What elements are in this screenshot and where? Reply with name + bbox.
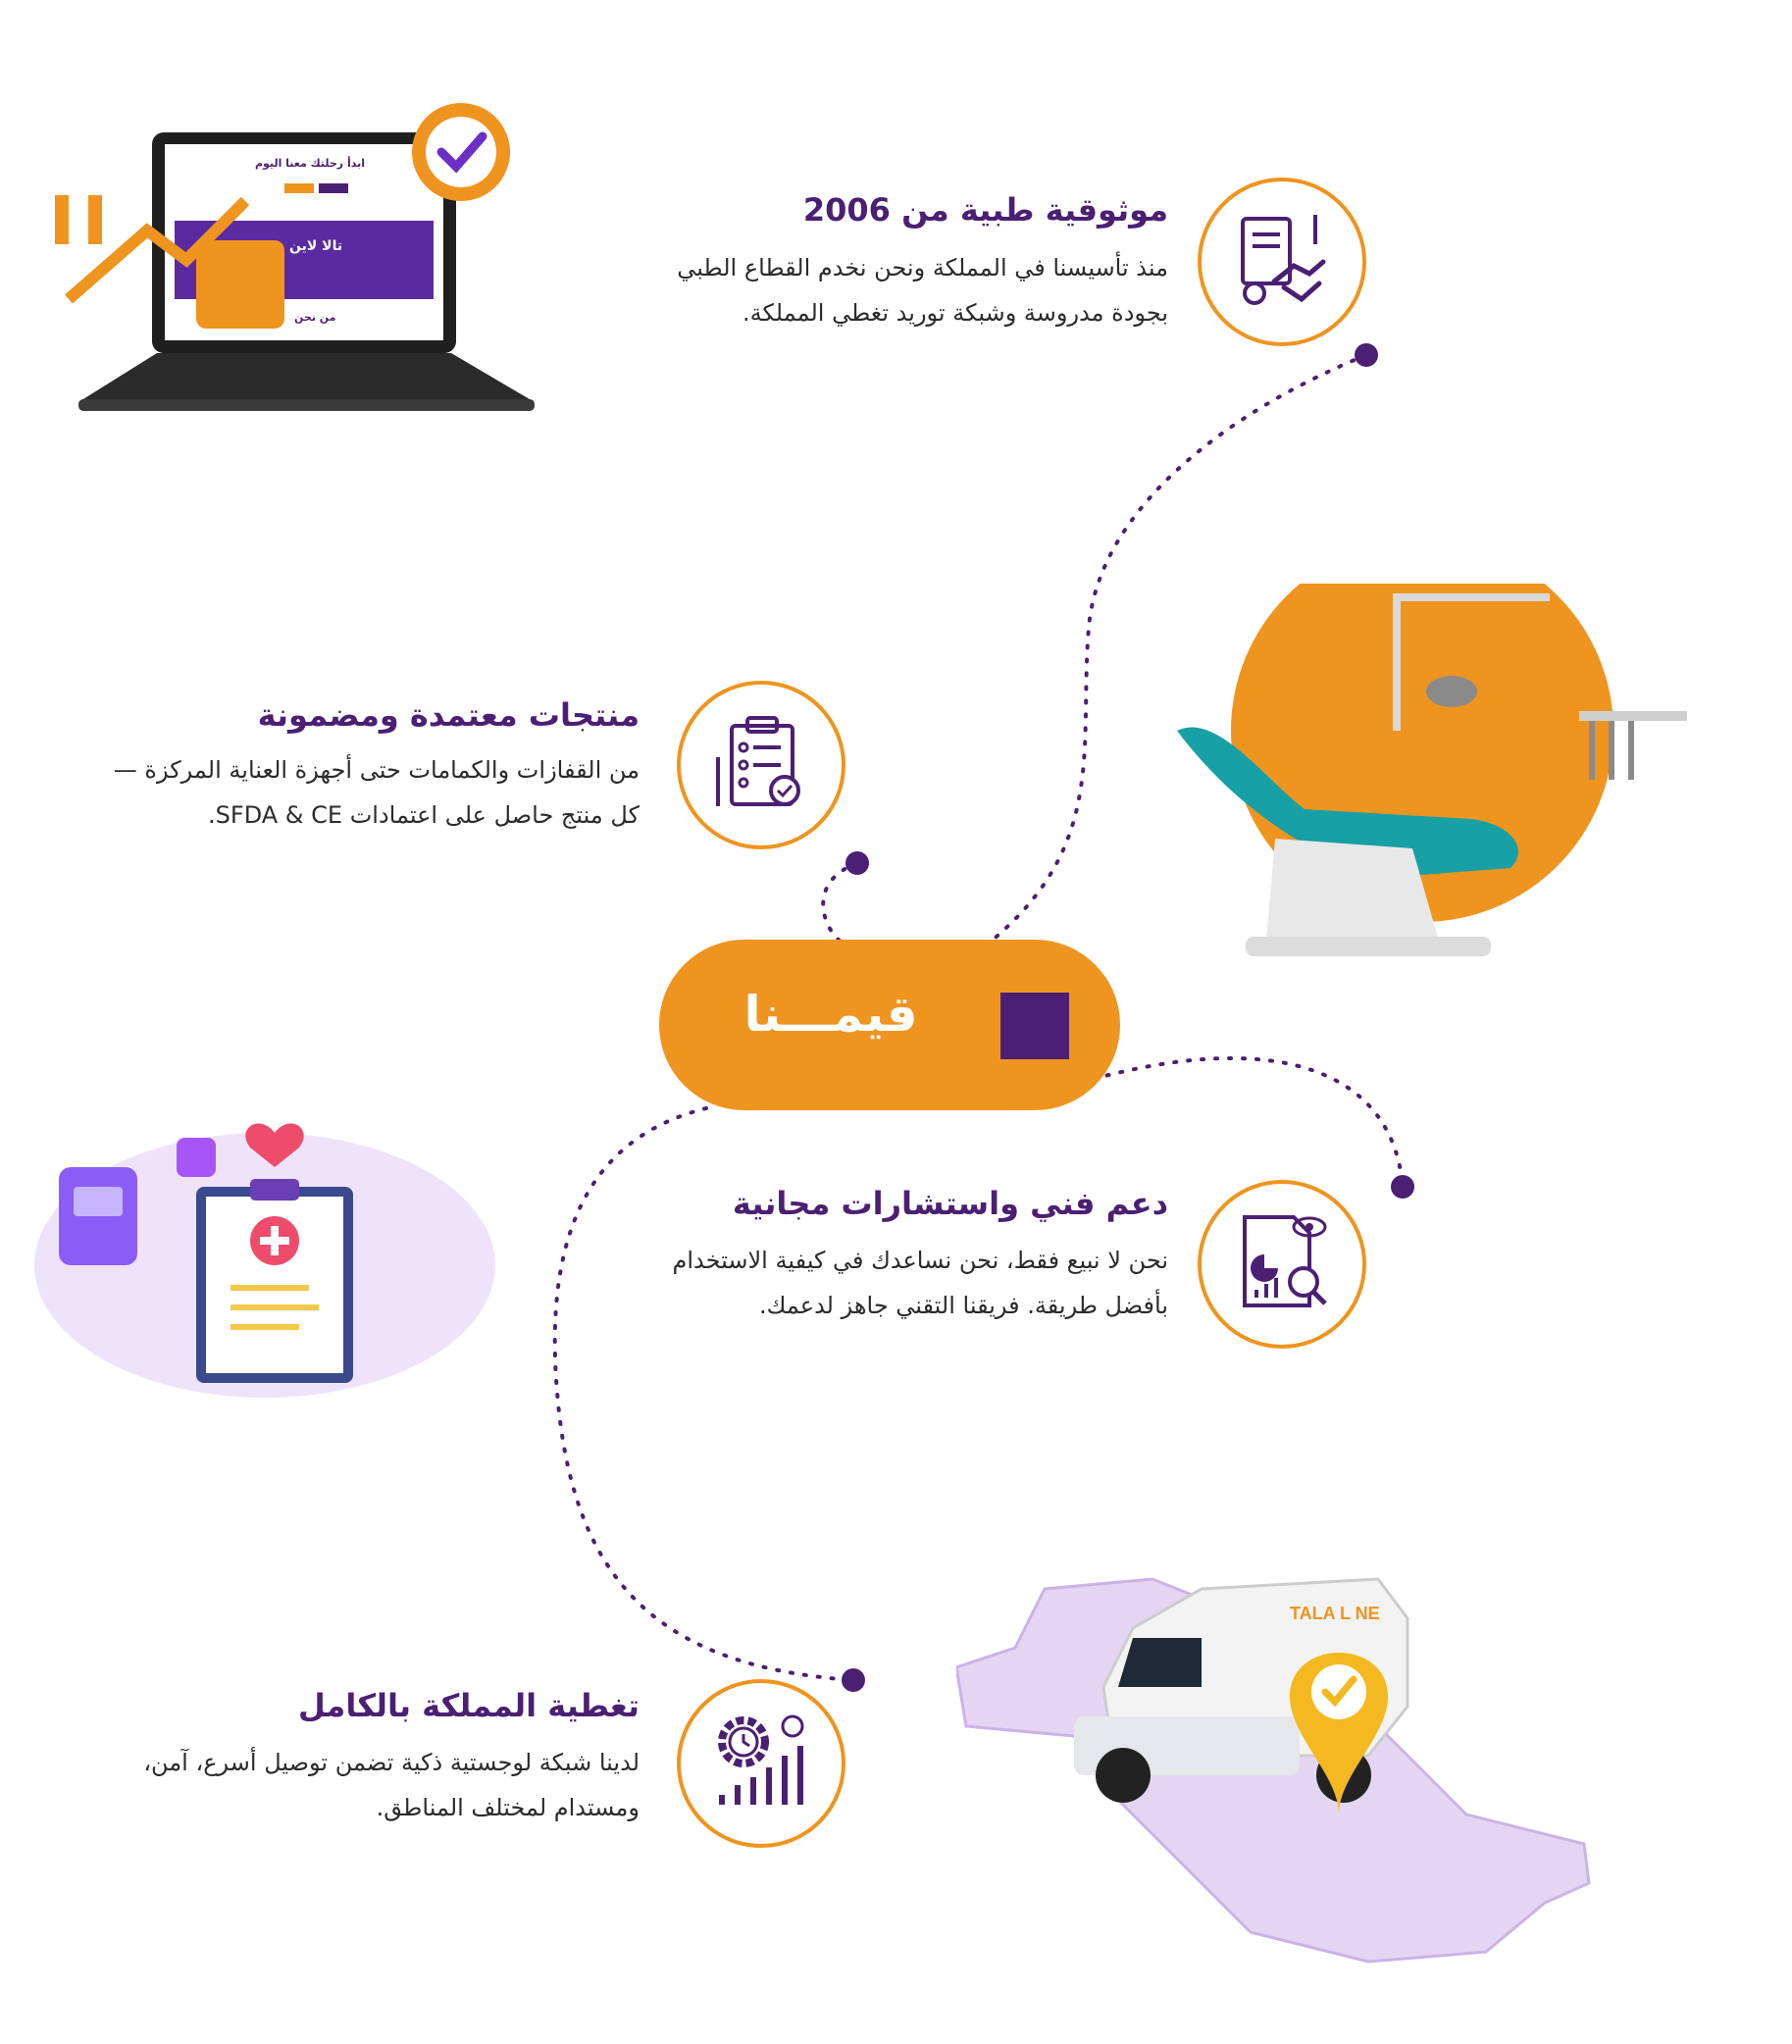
laptop-brand: تالا لاين	[289, 238, 343, 254]
laptop-heading: ابدأ رحلتك معنا اليوم	[255, 157, 365, 170]
checklist-badge-icon	[716, 716, 800, 806]
connector-dot	[845, 851, 869, 875]
value-icon-ring-4	[677, 1679, 845, 1848]
connector-dot	[842, 1668, 865, 1692]
report-analysis-icon	[1243, 1215, 1327, 1307]
value-icon-ring-1	[1198, 178, 1366, 346]
value-desc-3: نحن لا نبيع فقط، نحن نساعدك في كيفية الا…	[672, 1247, 1169, 1319]
value-desc-4: لدينا شبكة لوجستية ذكية تضمن توصيل أسرع،…	[143, 1749, 640, 1821]
value-title-4: تغطية المملكة بالكامل	[297, 1687, 640, 1724]
connector-dot	[1391, 1175, 1414, 1199]
value-title-3: دعم فني واستشارات مجانية	[732, 1185, 1168, 1222]
medical-clipboard-illustration	[29, 1108, 500, 1403]
value-icon-ring-3	[1198, 1180, 1366, 1349]
value-icon-ring-2	[677, 681, 845, 849]
van-brand-text: TALA L NE	[1290, 1604, 1380, 1623]
delivery-van-map-illustration: TALA L NE	[956, 1559, 1604, 1971]
dental-chair-illustration	[1157, 584, 1707, 976]
value-desc-2: من القفازات والكمامات حتى أجهزة العناية …	[113, 756, 640, 829]
values-square	[1000, 993, 1069, 1059]
gear-clock-chart-icon	[718, 1714, 804, 1805]
value-title-2: منتجات معتمدة ومضمونة	[257, 696, 640, 734]
connector-dot	[1355, 343, 1378, 367]
laptop-section: من نحن	[294, 311, 336, 324]
value-desc-1: منذ تأسيسنا في المملكة ونحن نخدم القطاع …	[677, 254, 1168, 327]
value-title-1: موثوقية طبية من 2006	[802, 191, 1168, 229]
values-heading: قيمـــنا	[743, 986, 918, 1043]
handshake-certificate-icon	[1241, 215, 1326, 305]
laptop-illustration: ابدأ رحلتك معنا اليوم تالا لاين من نحن	[49, 93, 549, 427]
